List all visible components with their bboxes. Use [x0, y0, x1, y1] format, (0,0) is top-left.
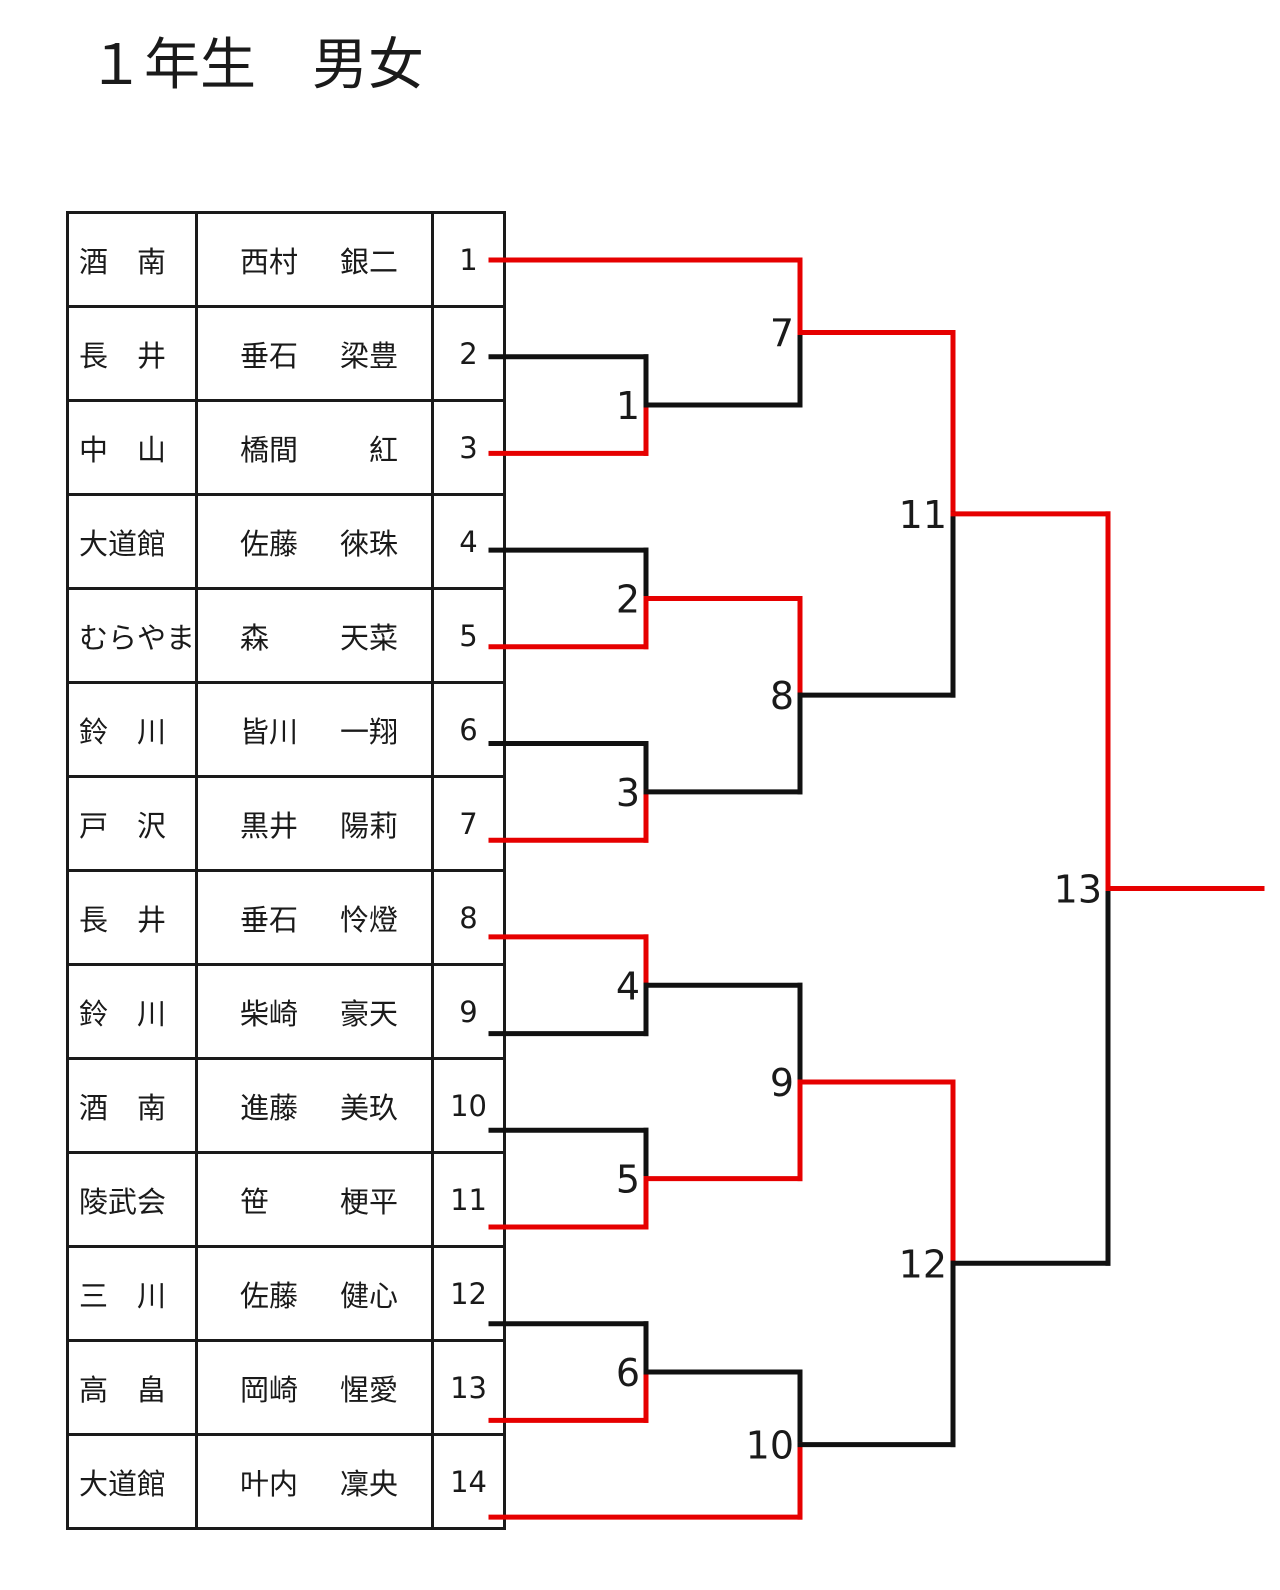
entry-family-name: 柴崎: [240, 996, 299, 1031]
entry-row: 鈴 川 柴崎 豪天 9: [65, 963, 507, 1060]
entry-given-name: 紅: [369, 432, 399, 467]
entry-row: 長 井 垂石 梁豊 2: [65, 305, 507, 402]
entry-row: 戸 沢 黒井 陽莉 7: [65, 775, 507, 872]
entry-club: 陵武会: [65, 1151, 199, 1248]
entry-family-name: 佐藤: [240, 1278, 299, 1313]
entry-given-name: 凜央: [340, 1466, 399, 1501]
entry-given-name: 美玖: [340, 1090, 399, 1125]
entry-name: 叶内 凜央: [195, 1433, 435, 1530]
entry-family-name: 岡崎: [240, 1372, 299, 1407]
entry-family-name: 黒井: [240, 808, 299, 843]
entry-name: 垂石 梁豊: [195, 305, 435, 402]
entry-given-name: 豪天: [340, 996, 399, 1031]
entry-given-name: 怜燈: [340, 902, 399, 937]
entry-given-name: 銀二: [340, 244, 399, 279]
entry-club: 中 山: [65, 399, 199, 496]
entry-number: 10: [431, 1057, 507, 1154]
entry-given-name: 梗平: [340, 1184, 399, 1219]
entry-club: 鈴 川: [65, 963, 199, 1060]
match-number: 10: [746, 1424, 794, 1468]
entry-family-name: 皆川: [240, 714, 299, 749]
entry-club: 大道館: [65, 1433, 199, 1530]
entry-given-name: 一翔: [340, 714, 399, 749]
match-number: 2: [616, 577, 640, 621]
entry-name: 垂石 怜燈: [195, 869, 435, 966]
entry-family-name: 笹: [240, 1184, 270, 1219]
entry-number: 9: [431, 963, 507, 1060]
entry-family-name: 進藤: [240, 1090, 299, 1125]
entry-row: むらやま 森 天菜 5: [65, 587, 507, 684]
entry-club: 高 畠: [65, 1339, 199, 1436]
entry-row: 長 井 垂石 怜燈 8: [65, 869, 507, 966]
entry-number: 2: [431, 305, 507, 402]
entry-name: 岡崎 惺愛: [195, 1339, 435, 1436]
match-number: 13: [1054, 868, 1102, 912]
match-number: 8: [770, 674, 794, 718]
entry-club: むらやま: [65, 587, 199, 684]
entry-row: 大道館 叶内 凜央 14: [65, 1433, 507, 1530]
entry-club: 戸 沢: [65, 775, 199, 872]
entry-club: 大道館: [65, 493, 199, 590]
entry-number: 4: [431, 493, 507, 590]
match-number: 4: [616, 964, 640, 1008]
page-title: １年生 男女: [88, 33, 424, 98]
entry-row: 大道館 佐藤 徠珠 4: [65, 493, 507, 590]
entry-given-name: 陽莉: [340, 808, 399, 843]
entry-club: 長 井: [65, 869, 199, 966]
entry-number: 7: [431, 775, 507, 872]
entry-given-name: 徠珠: [340, 526, 399, 561]
entry-name: 柴崎 豪天: [195, 963, 435, 1060]
entry-name: 黒井 陽莉: [195, 775, 435, 872]
entry-name: 佐藤 徠珠: [195, 493, 435, 590]
entry-family-name: 佐藤: [240, 526, 299, 561]
entry-club: 酒 南: [65, 211, 199, 308]
entry-number: 3: [431, 399, 507, 496]
entry-family-name: 橋間: [240, 432, 299, 467]
entry-number: 11: [431, 1151, 507, 1248]
entry-family-name: 垂石: [240, 338, 299, 373]
match-number: 6: [616, 1351, 640, 1395]
match-number: 7: [770, 312, 794, 356]
entry-name: 進藤 美玖: [195, 1057, 435, 1154]
entry-name: 橋間 紅: [195, 399, 435, 496]
match-number: 1: [616, 384, 640, 428]
entry-family-name: 叶内: [240, 1466, 299, 1501]
entry-given-name: 天菜: [340, 620, 399, 655]
entry-name: 森 天菜: [195, 587, 435, 684]
match-number: 11: [899, 493, 947, 537]
entry-name: 佐藤 健心: [195, 1245, 435, 1342]
match-number: 12: [899, 1242, 947, 1286]
entry-family-name: 西村: [240, 244, 299, 279]
entry-family-name: 垂石: [240, 902, 299, 937]
match-number: 3: [616, 771, 640, 815]
entry-number: 8: [431, 869, 507, 966]
entry-number: 5: [431, 587, 507, 684]
entry-name: 皆川 一翔: [195, 681, 435, 778]
entry-given-name: 梁豊: [340, 338, 399, 373]
entry-row: 鈴 川 皆川 一翔 6: [65, 681, 507, 778]
entry-number: 6: [431, 681, 507, 778]
entry-row: 陵武会 笹 梗平 11: [65, 1151, 507, 1248]
entry-club: 長 井: [65, 305, 199, 402]
entry-club: 三 川: [65, 1245, 199, 1342]
entry-club: 鈴 川: [65, 681, 199, 778]
match-number: 9: [770, 1061, 794, 1105]
entry-given-name: 惺愛: [340, 1372, 399, 1407]
entry-name: 西村 銀二: [195, 211, 435, 308]
entry-given-name: 健心: [340, 1278, 399, 1313]
entry-name: 笹 梗平: [195, 1151, 435, 1248]
match-number: 5: [616, 1158, 640, 1202]
entry-number: 14: [431, 1433, 507, 1530]
entry-family-name: 森: [240, 620, 270, 655]
entry-row: 酒 南 進藤 美玖 10: [65, 1057, 507, 1154]
entry-club: 酒 南: [65, 1057, 199, 1154]
